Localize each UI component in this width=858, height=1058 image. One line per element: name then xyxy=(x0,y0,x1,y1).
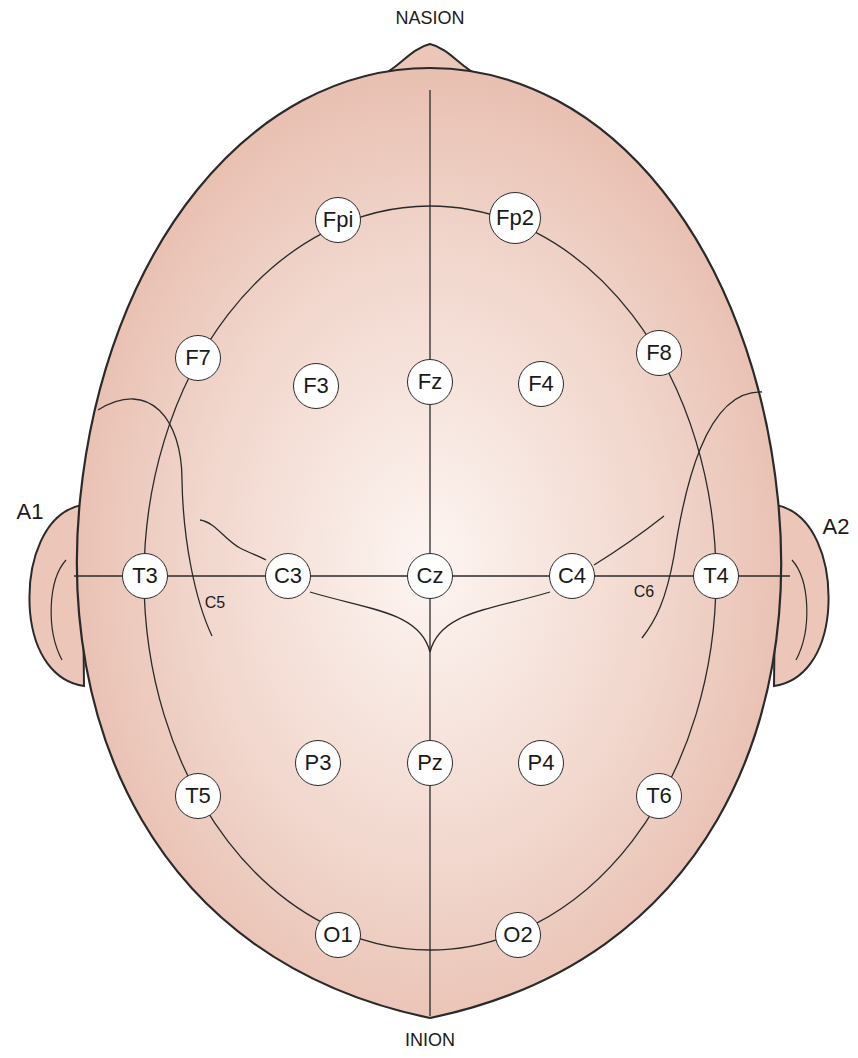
electrode-circle: Fp2 xyxy=(489,192,541,244)
central-sulcus xyxy=(430,592,550,652)
electrode-label: T3 xyxy=(132,565,158,587)
electrode-circle: O2 xyxy=(495,912,541,958)
electrode-label: C3 xyxy=(274,565,302,587)
electrode-label: P4 xyxy=(528,752,555,774)
electrode-circle: C4 xyxy=(549,553,595,599)
left-ear-fold xyxy=(51,560,66,660)
electrode-label: Fp2 xyxy=(496,207,534,229)
landmark-label: A1 xyxy=(17,501,44,523)
electrode-label: P3 xyxy=(305,752,332,774)
electrode-label: T6 xyxy=(646,785,672,807)
head-outline xyxy=(77,68,781,1018)
electrode-label: F8 xyxy=(646,342,672,364)
electrode-circle: Pz xyxy=(407,740,453,786)
electrode-label: Fpi xyxy=(323,209,354,231)
electrode-circle: F7 xyxy=(175,335,221,381)
electrode-label: Pz xyxy=(417,752,443,774)
left-ear xyxy=(29,505,84,686)
electrode-circle: T3 xyxy=(122,553,168,599)
electrode-circle: F3 xyxy=(293,363,339,409)
electrode-label: F4 xyxy=(528,373,554,395)
electrode-label: C4 xyxy=(558,565,586,587)
lateral-sulcus xyxy=(594,516,664,565)
electrode-circle: C3 xyxy=(265,553,311,599)
electrode-label: Cz xyxy=(417,565,444,587)
central-sulcus xyxy=(310,592,430,652)
right-ear xyxy=(774,505,829,686)
electrode-label: T5 xyxy=(185,785,211,807)
right-ear-fold xyxy=(792,560,807,660)
temporal-outline xyxy=(642,392,762,638)
electrode-circle: F8 xyxy=(636,330,682,376)
landmark-label: C5 xyxy=(205,595,225,611)
electrode-circle: P3 xyxy=(295,740,341,786)
temporal-outline xyxy=(98,399,212,636)
electrode-circle: Cz xyxy=(407,553,453,599)
electrode-label: T4 xyxy=(703,565,729,587)
electrode-circle: T5 xyxy=(175,773,221,819)
electrode-label: F3 xyxy=(303,375,329,397)
electrode-circle: Fpi xyxy=(315,197,361,243)
landmark-label: A2 xyxy=(823,516,850,538)
lateral-sulcus xyxy=(200,520,266,560)
electrode-label: F7 xyxy=(185,347,211,369)
landmark-label: NASION xyxy=(395,9,464,27)
electrode-circle: F4 xyxy=(518,361,564,407)
electrode-circle: O1 xyxy=(315,912,361,958)
landmark-label: C6 xyxy=(634,584,654,600)
electrode-label: O1 xyxy=(323,924,352,946)
electrode-circle: Fz xyxy=(407,359,453,405)
electrode-circle: P4 xyxy=(518,740,564,786)
electrode-label: O2 xyxy=(503,924,532,946)
electrode-label: Fz xyxy=(418,371,442,393)
electrode-circle: T4 xyxy=(693,553,739,599)
landmark-label: INION xyxy=(405,1031,455,1049)
electrode-circle: T6 xyxy=(636,773,682,819)
